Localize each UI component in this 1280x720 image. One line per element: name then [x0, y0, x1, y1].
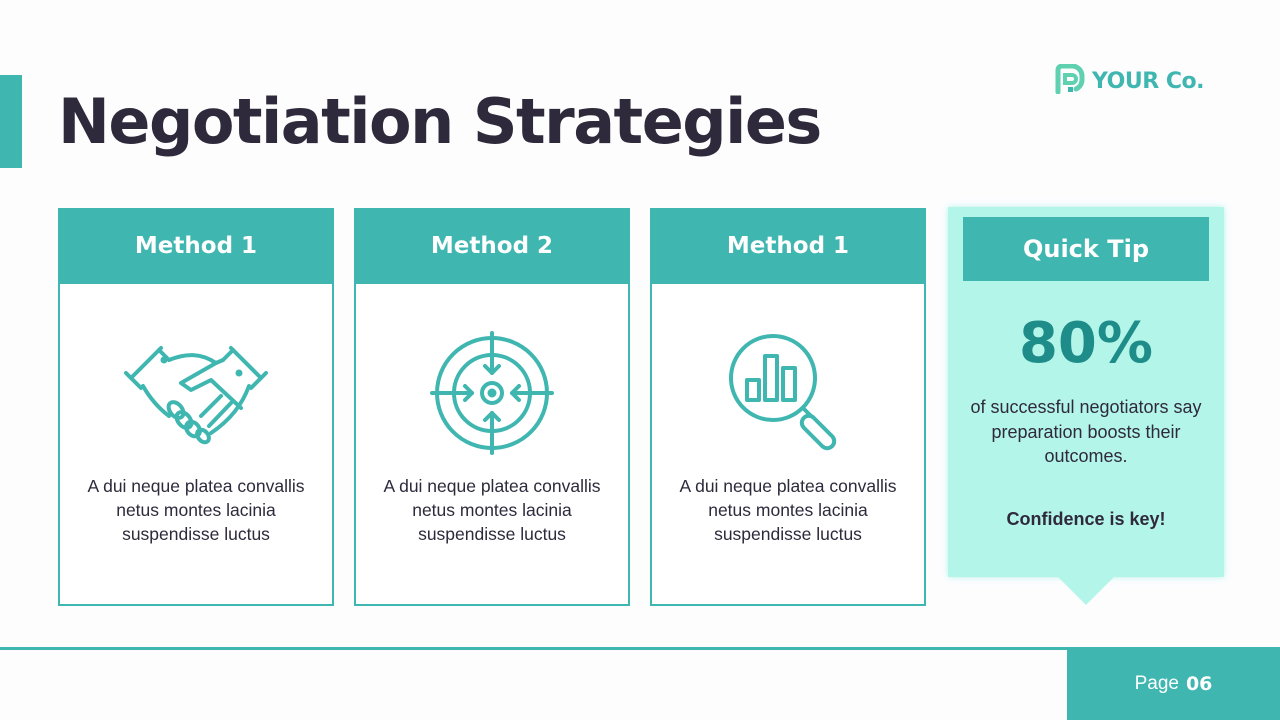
- quick-tip-emphasis: Confidence is key!: [1006, 509, 1166, 529]
- page-label: Page: [1134, 673, 1179, 694]
- method-card: Method 2 A dui neque platea convallis ne…: [354, 208, 630, 606]
- target-icon: [417, 328, 567, 458]
- page-number: 06: [1185, 673, 1213, 695]
- footer-divider: [0, 647, 1280, 650]
- method-card: Method 1 A dui neque platea convallis ne…: [58, 208, 334, 606]
- card-description: A dui neque platea convallis netus monte…: [87, 476, 305, 544]
- logo-icon: [1054, 63, 1086, 98]
- company-logo: YOUR Co.: [1054, 63, 1204, 98]
- title-accent-bar: [0, 75, 22, 168]
- quick-tip-text: of successful negotiators say preparatio…: [970, 397, 1202, 466]
- page-indicator: Page 06: [1067, 648, 1280, 720]
- logo-text: YOUR Co.: [1092, 68, 1204, 94]
- card-description: A dui neque platea convallis netus monte…: [383, 476, 601, 544]
- card-description: A dui neque platea convallis netus monte…: [679, 476, 897, 544]
- quick-tip-callout: Quick Tip 80% of successful negotiators …: [948, 207, 1224, 577]
- method-card: Method 1 A dui neque platea convallis ne…: [650, 208, 926, 606]
- card-title: Method 2: [354, 208, 630, 284]
- card-title: Method 1: [650, 208, 926, 284]
- magnifier-chart-icon: [713, 328, 863, 458]
- quick-tip-title: Quick Tip: [963, 217, 1209, 281]
- handshake-icon: [121, 328, 271, 458]
- quick-tip-stat: 80%: [1018, 311, 1154, 376]
- card-title: Method 1: [58, 208, 334, 284]
- page-title: Negotiation Strategies: [58, 85, 822, 158]
